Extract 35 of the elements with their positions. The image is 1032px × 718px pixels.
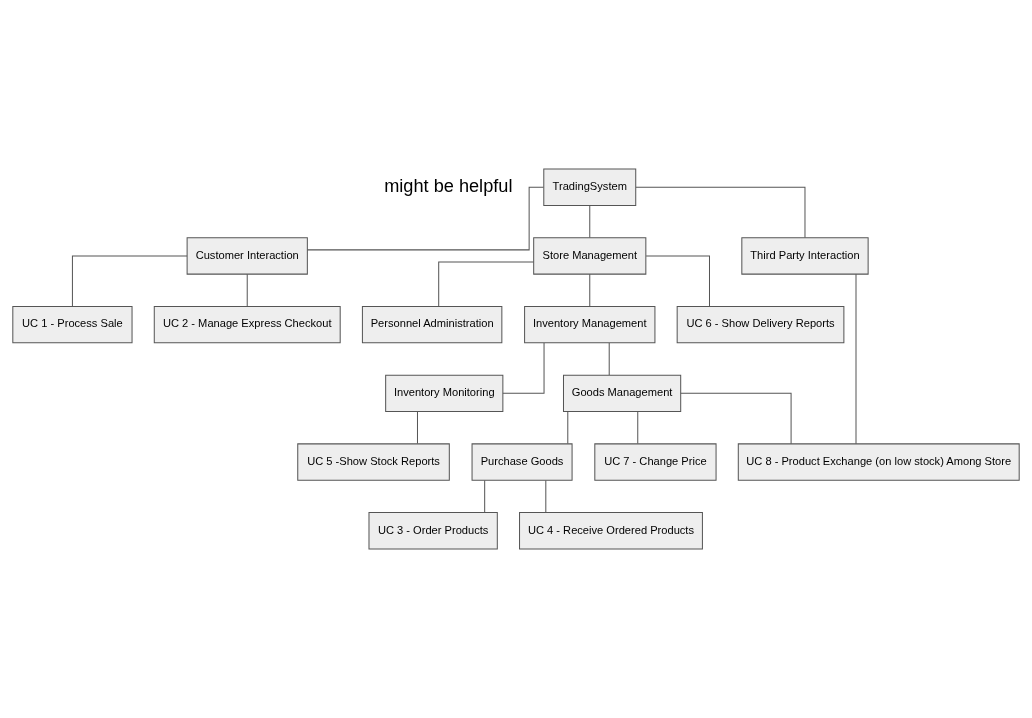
connector (855, 273, 857, 445)
node-box: UC 2 - Manage Express Checkout (153, 305, 341, 344)
connector (637, 411, 639, 445)
node-box: Store Management (533, 237, 647, 275)
node-box: UC 6 - Show Delivery Reports (676, 305, 845, 344)
node-box: UC 7 - Change Price (594, 443, 717, 481)
connector (589, 205, 591, 238)
node-box: TradingSystem (543, 168, 637, 206)
node-box: UC 5 -Show Stock Reports (297, 443, 450, 481)
connector (484, 479, 486, 513)
connector (545, 479, 547, 513)
node-box: Inventory Management (524, 305, 656, 344)
connector (246, 273, 248, 307)
node-box: UC 3 - Order Products (368, 512, 498, 550)
connector (306, 186, 544, 251)
node-box: Inventory Monitoring (385, 374, 504, 413)
connector (71, 255, 188, 307)
connector (438, 261, 534, 307)
connector (416, 411, 418, 445)
node-box: Goods Management (563, 374, 682, 413)
connector (502, 342, 545, 394)
node-box: Personnel Administration (361, 305, 503, 344)
label: might be helpful (384, 175, 513, 196)
connector (635, 186, 806, 239)
connector (680, 392, 792, 445)
connector (589, 273, 591, 307)
connector (567, 411, 569, 445)
node-box: UC 8 - Product Exchange (on low stock) Among Store (737, 443, 1020, 481)
node-box: UC 4 - Receive Ordered Products (519, 512, 703, 550)
node-box: UC 1 - Process Sale (12, 305, 133, 344)
node-box: Purchase Goods (471, 443, 573, 481)
connector (608, 342, 610, 376)
node-box: Third Party Interaction (741, 237, 869, 275)
node-box: Customer Interaction (186, 237, 308, 275)
connector (645, 255, 710, 307)
